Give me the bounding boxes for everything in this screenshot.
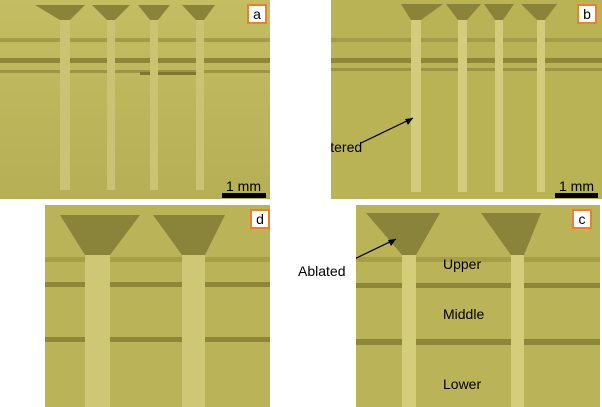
scale-bar: [555, 193, 598, 198]
panel-label: d: [250, 209, 270, 229]
scale-label: 1 mm: [226, 178, 261, 194]
arrow-head: [405, 118, 413, 125]
channel: [35, 5, 85, 190]
panel-b-image: [331, 0, 602, 199]
channel: [401, 4, 443, 192]
channel: [182, 5, 215, 190]
panel-a-image: [0, 0, 270, 199]
scale-label: 1 mm: [559, 178, 594, 194]
annotation-arrow: [360, 117, 414, 144]
channel: [138, 5, 170, 190]
channel: [366, 213, 440, 407]
channel: [484, 4, 514, 192]
channel: [153, 215, 225, 407]
panel-a: a 1 mm: [0, 0, 270, 199]
zone-label-lower: Lower: [443, 376, 482, 392]
channel: [92, 5, 130, 190]
panel-b: b Sintered 1 mm: [331, 0, 602, 199]
panel-c: c Upper Middle Lower: [356, 205, 600, 407]
panel-c-image: [356, 205, 600, 407]
panel-d-image: [45, 205, 270, 407]
panel-label: b: [577, 4, 597, 24]
channel: [521, 4, 557, 192]
panel-d: d: [45, 205, 270, 407]
zone-label-middle: Middle: [443, 306, 485, 322]
zone-label-upper: Upper: [443, 256, 482, 272]
annotation-arrow: [356, 238, 397, 259]
sintered-label: Sintered: [331, 139, 363, 155]
channel: [60, 215, 140, 407]
channel: [481, 213, 541, 407]
panel-label: c: [572, 209, 592, 229]
panel-label: a: [247, 4, 267, 24]
arrow-head: [388, 239, 396, 246]
ablated-label: Ablated: [298, 263, 346, 279]
scale-bar: [222, 193, 266, 198]
channel: [446, 4, 481, 192]
